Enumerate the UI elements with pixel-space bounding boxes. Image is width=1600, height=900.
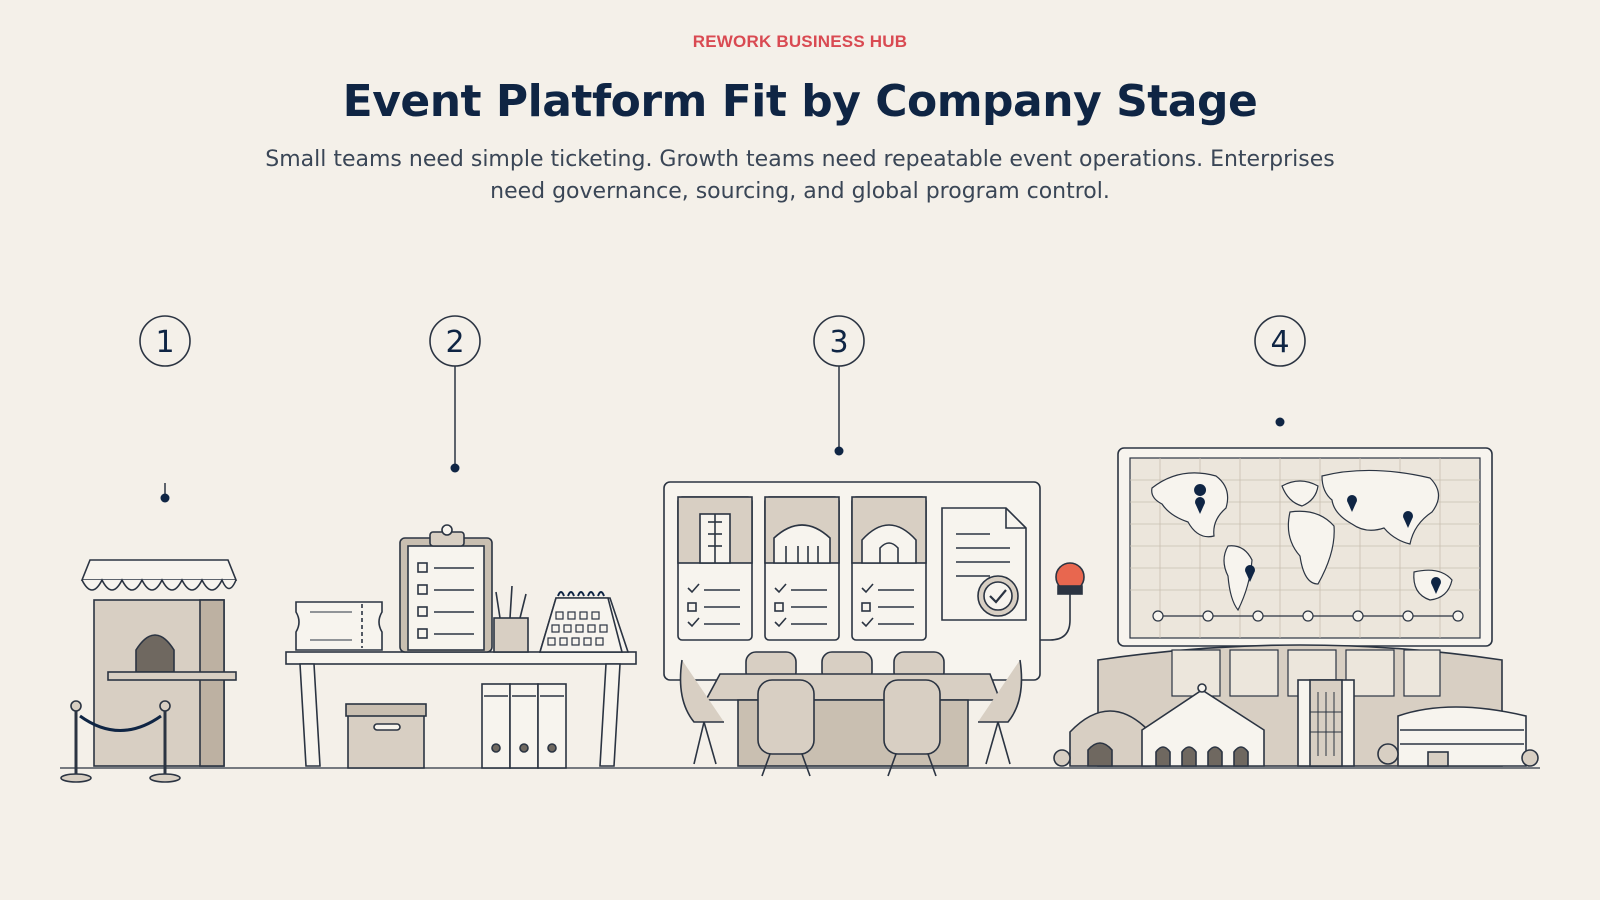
page-title: Event Platform Fit by Company Stage bbox=[342, 76, 1258, 127]
stage-4-marker: 4 bbox=[1254, 315, 1306, 427]
stage-2-number: 2 bbox=[445, 325, 464, 360]
meeting-room-icon bbox=[663, 481, 1085, 777]
global-campus-icon bbox=[1053, 447, 1539, 767]
eyebrow-label: REWORK BUSINESS HUB bbox=[692, 32, 908, 51]
ticket-booth-icon bbox=[60, 559, 238, 783]
office-desk-icon bbox=[285, 524, 637, 769]
stage-4-number: 4 bbox=[1270, 325, 1289, 360]
stage-1-number: 1 bbox=[155, 325, 174, 360]
stage-2-marker: 2 bbox=[429, 315, 481, 473]
stage-1-marker: 1 bbox=[139, 315, 191, 503]
stage-3-marker: 3 bbox=[813, 315, 865, 456]
stage-3-number: 3 bbox=[829, 325, 848, 360]
page-subtitle: Small teams need simple ticketing. Growt… bbox=[265, 147, 1335, 204]
